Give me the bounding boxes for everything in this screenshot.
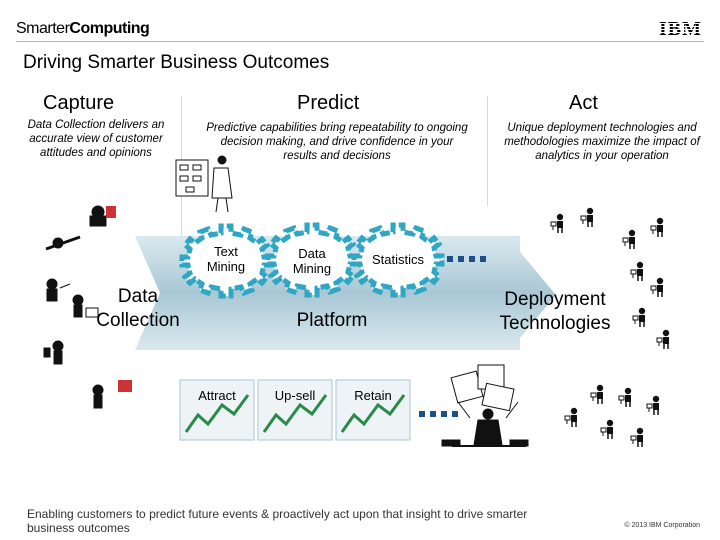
column-divider-right bbox=[487, 96, 488, 206]
act-description: Unique deployment technologies and metho… bbox=[504, 122, 700, 162]
gear-label-statistics: Statistics bbox=[371, 252, 424, 267]
platform-label: Platform bbox=[296, 310, 368, 331]
predict-heading: Predict bbox=[297, 92, 360, 114]
outcome-label-upsell: Up-sell bbox=[274, 388, 316, 403]
capture-heading: Capture bbox=[43, 92, 115, 114]
juggler-illustration bbox=[441, 364, 529, 447]
smarter-computing-logo: SmarterComputing bbox=[16, 20, 150, 37]
act-heading: Act bbox=[569, 92, 598, 114]
capture-description: Data Collection delivers an accurate vie… bbox=[27, 119, 165, 159]
gear-label-text-mining: Text Mining bbox=[206, 244, 246, 274]
connector-top bbox=[447, 256, 486, 262]
connector-bottom bbox=[419, 411, 458, 417]
outcome-upsell bbox=[257, 379, 333, 441]
deployment-technologies-label: Deployment Technologies bbox=[499, 289, 611, 334]
outcome-label-retain: Retain bbox=[354, 388, 392, 403]
outcome-attract bbox=[179, 379, 255, 441]
data-collection-label: Data Collection bbox=[96, 286, 180, 331]
slide-title: Driving Smarter Business Outcomes bbox=[23, 52, 330, 73]
copyright: © 2013 IBM Corporation bbox=[624, 522, 700, 529]
outcome-retain bbox=[335, 379, 411, 441]
footer-tagline: Enabling customers to predict future eve… bbox=[27, 507, 528, 535]
predict-description: Predictive capabilities bring repeatabil… bbox=[206, 122, 468, 162]
outcome-label-attract: Attract bbox=[198, 388, 236, 403]
gear-label-data-mining: Data Mining bbox=[292, 246, 332, 276]
analyst-illustration bbox=[175, 155, 233, 213]
header-rule bbox=[16, 41, 704, 42]
capture-people-illustrations bbox=[43, 205, 132, 409]
ibm-logo: IBM bbox=[659, 18, 702, 40]
